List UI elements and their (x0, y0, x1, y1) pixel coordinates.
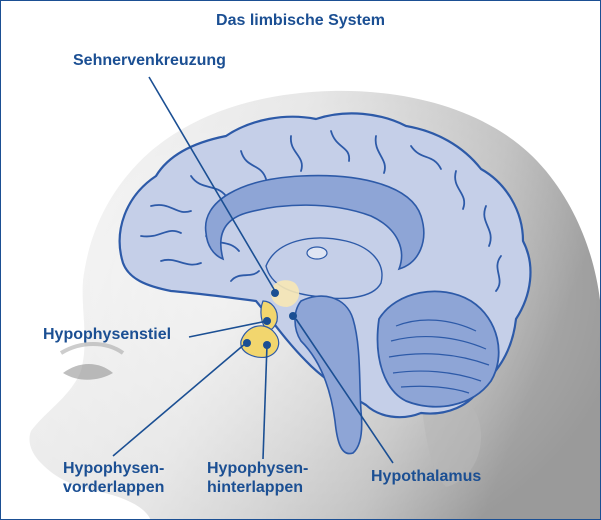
label-anterior-lobe-line2: vorderlappen (63, 478, 164, 497)
label-anterior-lobe-line1: Hypophysen- (63, 459, 164, 478)
interthalamic-adhesion (307, 247, 327, 259)
label-posterior-lobe-line2: hinterlappen (207, 478, 308, 497)
label-anterior-lobe: Hypophysen- vorderlappen (63, 459, 164, 497)
label-optic-chiasm: Sehnervenkreuzung (73, 51, 226, 70)
cerebellum (378, 291, 499, 406)
label-posterior-lobe-line1: Hypophysen- (207, 459, 308, 478)
label-pituitary-stalk: Hypophysenstiel (43, 325, 171, 344)
label-posterior-lobe: Hypophysen- hinterlappen (207, 459, 308, 497)
label-hypothalamus: Hypothalamus (371, 467, 481, 486)
figure-title: Das limbische System (1, 11, 600, 30)
